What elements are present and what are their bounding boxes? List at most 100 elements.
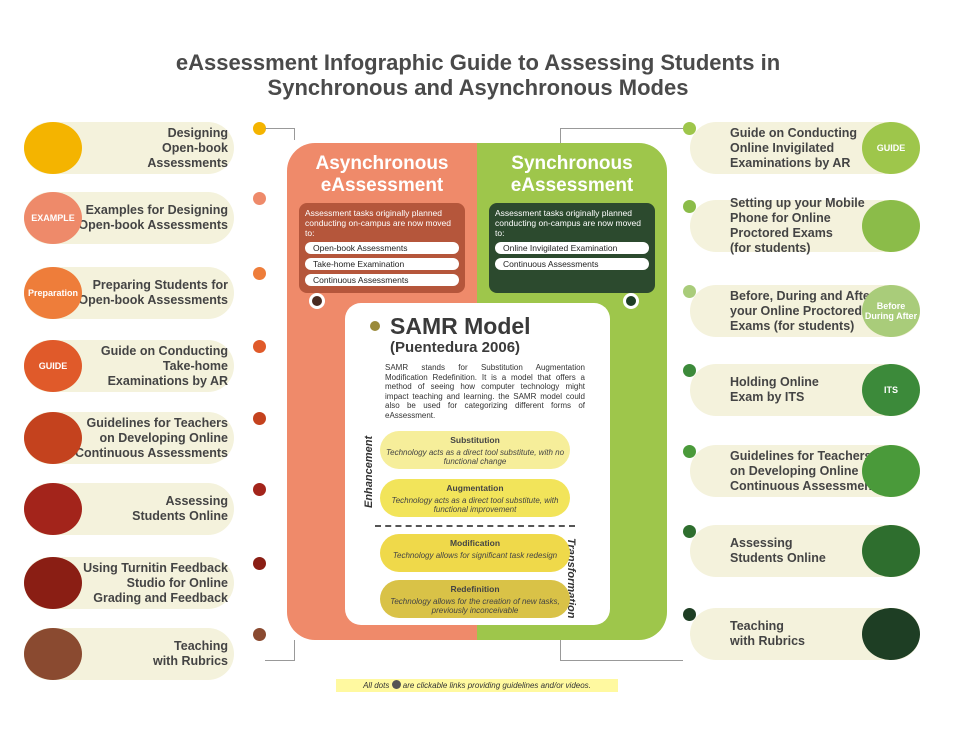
resource-link-l-0[interactable]: Designing Open-book Assessments [24, 122, 234, 174]
resource-link-l-4[interactable]: Guidelines for Teachers on Developing On… [24, 412, 234, 464]
dot-icon [391, 680, 401, 689]
resource-link-r-6[interactable]: Teaching with Rubrics [690, 608, 920, 660]
link-dot[interactable] [253, 412, 266, 425]
connector-line [294, 128, 295, 140]
resource-label: Assessing Students Online [132, 494, 228, 523]
connector-line [294, 640, 295, 660]
link-dot[interactable] [683, 200, 696, 213]
resource-thumbnail-icon [24, 483, 82, 535]
resource-link-r-1[interactable]: Setting up your Mobile Phone for Online … [690, 196, 920, 255]
samr-title: SAMR Model [390, 313, 531, 339]
resource-thumbnail-icon: GUIDE [862, 122, 920, 174]
thumbnail-badge: ITS [883, 385, 898, 395]
resource-thumbnail-icon [24, 412, 82, 464]
resource-link-l-6[interactable]: Using Turnitin Feedback Studio for Onlin… [24, 557, 234, 609]
resource-link-r-4[interactable]: Guidelines for Teachers on Developing On… [690, 445, 920, 497]
sync-box: Assessment tasks originally planned cond… [489, 203, 655, 293]
thumbnail-badge: Preparation [27, 288, 78, 298]
link-dot[interactable] [253, 557, 266, 570]
resource-link-l-5[interactable]: Assessing Students Online [24, 483, 234, 535]
resource-link-r-0[interactable]: GUIDE Guide on Conducting Online Invigila… [690, 122, 920, 174]
resource-thumbnail-icon: EXAMPLE [24, 192, 82, 244]
resource-thumbnail-icon [862, 200, 920, 252]
sync-heading: Synchronous eAssessment [510, 153, 634, 196]
resource-thumbnail-icon [24, 628, 82, 680]
async-box: Assessment tasks originally planned cond… [299, 203, 465, 293]
resource-thumbnail-icon [862, 608, 920, 660]
connector-line [560, 660, 683, 661]
thumbnail-badge: GUIDE [38, 361, 68, 371]
connector-line [265, 128, 295, 129]
link-dot[interactable] [683, 608, 696, 621]
resource-label: Assessing Students Online [730, 536, 826, 565]
resource-link-l-3[interactable]: GUIDE Guide on Conducting Take-home Exami… [24, 340, 234, 392]
thumbnail-badge: GUIDE [876, 143, 906, 153]
resource-label: Examples for Designing Open-book Assessm… [78, 203, 228, 232]
resource-thumbnail-icon [862, 525, 920, 577]
async-intro: Assessment tasks originally planned cond… [305, 208, 451, 238]
connector-line [560, 128, 561, 143]
thumbnail-badge: Before During After [864, 301, 918, 321]
resource-thumbnail-icon [24, 557, 82, 609]
resource-label: Guide on Conducting Online Invigilated E… [730, 125, 858, 170]
connector-line [265, 660, 295, 661]
resource-link-r-5[interactable]: Assessing Students Online [690, 525, 920, 577]
link-dot[interactable] [253, 122, 266, 135]
samr-link-dot[interactable] [370, 321, 380, 331]
link-dot[interactable] [253, 628, 266, 641]
resource-link-r-3[interactable]: ITS Holding Online Exam by ITS [690, 364, 920, 416]
async-item: Open-book Assessments [305, 242, 459, 254]
sync-intro: Assessment tasks originally planned cond… [495, 208, 641, 238]
resource-label: Preparing Students for Open-book Assessm… [78, 278, 228, 307]
link-dot[interactable] [253, 340, 266, 353]
resource-label: Using Turnitin Feedback Studio for Onlin… [83, 560, 228, 605]
resource-label: Setting up your Mobile Phone for Online … [730, 196, 865, 255]
link-dot[interactable] [683, 364, 696, 377]
sync-link-dot[interactable] [623, 293, 639, 309]
resource-thumbnail-icon: GUIDE [24, 340, 82, 392]
resource-label: Holding Online Exam by ITS [730, 375, 819, 404]
footer-note: All dots are clickable links providing g… [336, 679, 618, 692]
samr-model-card: SAMR Model (Puentedura 2006) SAMR stands… [345, 303, 610, 625]
resource-label: Teaching with Rubrics [152, 639, 228, 668]
resource-link-l-7[interactable]: Teaching with Rubrics [24, 628, 234, 680]
async-heading: Asynchronous eAssessment [315, 153, 449, 196]
link-dot[interactable] [253, 192, 266, 205]
async-link-dot[interactable] [309, 293, 325, 309]
link-dot[interactable] [683, 122, 696, 135]
sync-item: Online Invigilated Examination [495, 242, 649, 254]
samr-divider [375, 525, 575, 527]
link-dot[interactable] [683, 285, 696, 298]
page-title: eAssessment Infographic Guide to Assessi… [175, 50, 781, 100]
resource-label: Teaching with Rubrics [730, 619, 806, 648]
resource-label: Guidelines for Teachers on Developing On… [74, 415, 228, 460]
sync-item: Continuous Assessments [495, 258, 649, 270]
connector-line [560, 128, 683, 129]
resource-thumbnail-icon: Before During After [862, 285, 920, 337]
link-dot[interactable] [253, 483, 266, 496]
async-item: Take-home Examination [305, 258, 459, 270]
resource-thumbnail-icon: ITS [862, 364, 920, 416]
async-item: Continuous Assessments [305, 274, 459, 286]
connector-line [560, 640, 561, 660]
samr-description: SAMR stands for Substitution Augmentatio… [385, 363, 585, 420]
resource-thumbnail-icon [862, 445, 920, 497]
link-dot[interactable] [683, 445, 696, 458]
resource-label: Guide on Conducting Take-home Examinatio… [100, 343, 228, 388]
samr-subtitle: (Puentedura 2006) [390, 339, 521, 356]
enhancement-label: Enhancement [363, 435, 375, 508]
thumbnail-badge: EXAMPLE [31, 213, 75, 223]
resource-thumbnail-icon [24, 122, 82, 174]
link-dot[interactable] [253, 267, 266, 280]
resource-label: Designing Open-book Assessments [147, 125, 228, 170]
resource-thumbnail-icon: Preparation [24, 267, 82, 319]
link-dot[interactable] [683, 525, 696, 538]
resource-label: Before, During and After your Online Pro… [730, 288, 875, 333]
